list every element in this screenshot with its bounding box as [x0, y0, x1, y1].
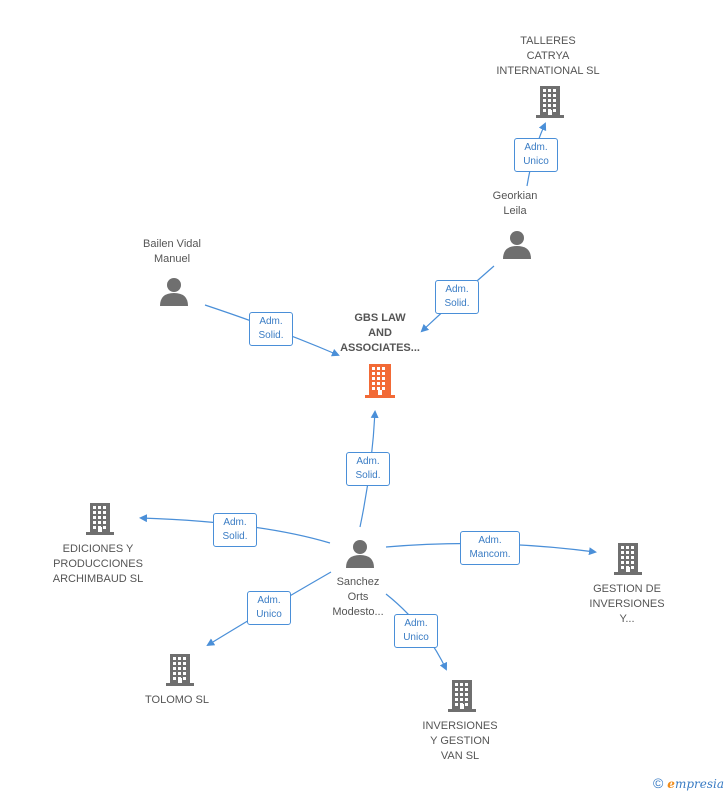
- node-label-tolomo[interactable]: TOLOMO SL: [145, 694, 209, 706]
- node-icons: [86, 86, 642, 712]
- building-icon-talleres[interactable]: [536, 86, 564, 118]
- edge-badge-bailen-gbs[interactable]: Adm. Solid.: [249, 312, 293, 346]
- brand-logo: empresia: [667, 777, 724, 791]
- footer-brand[interactable]: ©empresia: [653, 775, 724, 791]
- building-icon-gestion[interactable]: [614, 543, 642, 575]
- edge-badge-georkian-talleres[interactable]: Adm. Unico: [514, 138, 558, 172]
- building-icon-tolomo[interactable]: [166, 654, 194, 686]
- node-label-gbs[interactable]: GBS LAW AND ASSOCIATES...: [340, 312, 420, 354]
- edge-badge-sanchez-gestion[interactable]: Adm. Mancom.: [460, 531, 520, 565]
- node-label-bailen[interactable]: Bailen Vidal Manuel: [143, 238, 201, 265]
- node-label-georkian[interactable]: Georkian Leila: [492, 190, 538, 217]
- person-icon-sanchez[interactable]: [346, 540, 374, 568]
- edge-badge-sanchez-ediciones[interactable]: Adm. Solid.: [213, 513, 257, 547]
- node-label-talleres[interactable]: TALLERES CATRYA INTERNATIONAL SL: [496, 35, 600, 77]
- edge-badge-sanchez-gbs[interactable]: Adm. Solid.: [346, 452, 390, 486]
- building-icon-gbs[interactable]: [365, 364, 395, 398]
- edge-badge-georkian-gbs[interactable]: Adm. Solid.: [435, 280, 479, 314]
- person-icon-bailen[interactable]: [160, 278, 188, 306]
- copyright-icon: ©: [652, 775, 664, 791]
- edge-badge-sanchez-inversiones[interactable]: Adm. Unico: [394, 614, 438, 648]
- node-label-ediciones[interactable]: EDICIONES Y PRODUCCIONES ARCHIMBAUD SL: [52, 543, 144, 585]
- node-label-sanchez[interactable]: Sanchez Orts Modesto...: [332, 576, 384, 618]
- node-label-gestion[interactable]: GESTION DE INVERSIONES Y...: [589, 583, 665, 625]
- edge-badge-sanchez-tolomo[interactable]: Adm. Unico: [247, 591, 291, 625]
- node-label-inversiones[interactable]: INVERSIONES Y GESTION VAN SL: [422, 720, 498, 762]
- person-icon-georkian[interactable]: [503, 231, 531, 259]
- building-icon-inversiones[interactable]: [448, 680, 476, 712]
- building-icon-ediciones[interactable]: [86, 503, 114, 535]
